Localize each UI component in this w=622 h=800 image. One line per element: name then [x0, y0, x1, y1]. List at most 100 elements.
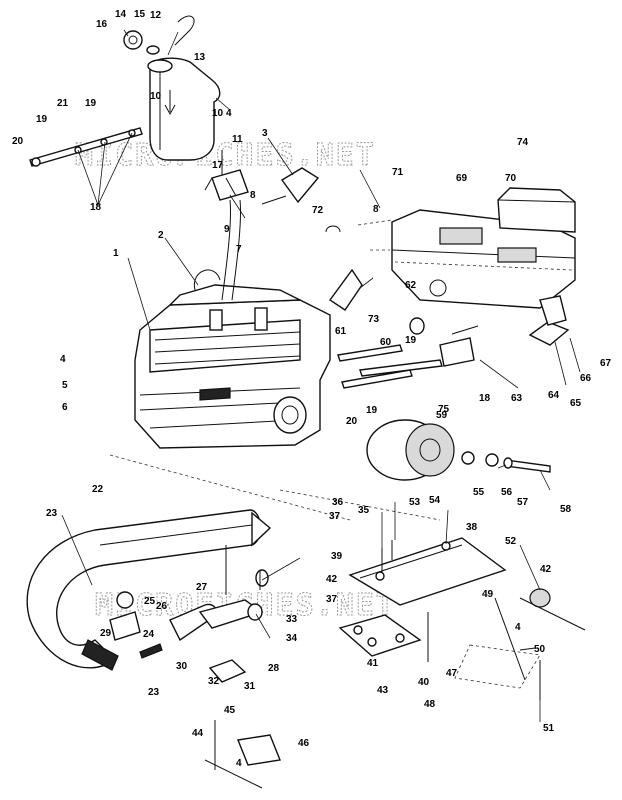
callout: 72: [312, 205, 324, 216]
callout: 30: [176, 661, 188, 672]
callout: 61: [335, 326, 347, 337]
callout: 43: [377, 685, 389, 696]
callout: 24: [143, 629, 155, 640]
callout: 19: [405, 335, 417, 346]
callout: 46: [298, 738, 310, 749]
callout: 8: [373, 204, 379, 215]
callout: 42: [326, 574, 338, 585]
callout: 41: [367, 658, 379, 669]
callout: 13: [194, 52, 206, 63]
callout: 15: [134, 9, 146, 20]
callout: 75: [438, 404, 450, 415]
callout: 16: [96, 19, 108, 30]
callout: 22: [92, 484, 104, 495]
callout: 37: [326, 594, 338, 605]
air-box: [391, 187, 576, 309]
callout: 32: [208, 676, 220, 687]
callout: 45: [224, 705, 236, 716]
callout: 19: [36, 114, 48, 125]
engine-mount-bracket: [338, 597, 541, 700]
callout: 53: [409, 497, 421, 508]
callout: 57: [517, 497, 529, 508]
fuel-cap: [123, 30, 160, 55]
callout: 28: [268, 663, 280, 674]
recoil-starter: [193, 199, 242, 301]
callout: 37: [329, 511, 341, 522]
callout: 65: [570, 398, 582, 409]
callout: 7: [236, 244, 242, 255]
callout: 50: [534, 644, 546, 655]
callout: 69: [456, 173, 468, 184]
callout: 27: [196, 582, 208, 593]
callout: 73: [368, 314, 380, 325]
callout: 34: [286, 633, 298, 644]
callout: 25: [144, 596, 156, 607]
callout: 33: [286, 614, 298, 625]
callout: 23: [148, 687, 160, 698]
callout: 62: [405, 280, 417, 291]
callout: 67: [600, 358, 612, 369]
callout: 36: [332, 497, 344, 508]
fuel-tank: [147, 15, 221, 161]
callout: 48: [424, 699, 436, 710]
air-box-brackets: [325, 225, 570, 346]
callout: 42: [540, 564, 552, 575]
callout: 11: [232, 134, 243, 145]
callout: 56: [501, 487, 513, 498]
fuel-line-rod: [29, 127, 143, 167]
leader-lines: [61, 29, 581, 722]
callout: 5: [62, 380, 68, 391]
callout: 4: [60, 354, 66, 365]
callout: 74: [517, 137, 529, 148]
callout: 19: [366, 405, 378, 416]
callout: 4: [515, 622, 521, 633]
part-callouts: 1 2 3 4 4 4 4 5 6 7 8 8 9 10 10 11 12 13…: [12, 9, 612, 769]
drive-clutch: [366, 419, 551, 481]
exhaust-pipe: [26, 509, 272, 671]
callout: 52: [505, 536, 517, 547]
callout: 40: [418, 677, 430, 688]
callout: 20: [346, 416, 358, 427]
callout: 10: [212, 108, 224, 119]
callout: 58: [560, 504, 572, 515]
callout: 71: [392, 167, 404, 178]
carburetor-boot: [261, 167, 320, 205]
callout: 17: [212, 160, 224, 171]
callout: 4: [226, 108, 232, 119]
engine-mount-plate: [348, 537, 586, 631]
watermark-top: MICROFICHES.NET: [75, 138, 376, 173]
callout: 4: [236, 758, 242, 769]
callout: 59: [436, 410, 448, 421]
callout: 39: [331, 551, 343, 562]
callout: 23: [46, 508, 58, 519]
callout: 60: [380, 337, 392, 348]
callout: 44: [192, 728, 204, 739]
callout: 26: [156, 601, 168, 612]
air-intake-tubes: [337, 317, 479, 389]
callout: 20: [12, 136, 24, 147]
exhaust-springs-mounts: [109, 569, 281, 789]
callout: 35: [358, 505, 370, 516]
callout: 49: [482, 589, 494, 600]
engine-block: [134, 284, 331, 449]
callout: 51: [543, 723, 555, 734]
callout: 31: [244, 681, 256, 692]
callout: 18: [479, 393, 491, 404]
callout: 63: [511, 393, 523, 404]
callout: 3: [262, 128, 268, 139]
tank-bracket: [204, 150, 249, 201]
callout: 38: [466, 522, 478, 533]
callout: 2: [158, 230, 164, 241]
callout: 19: [85, 98, 97, 109]
callout: 47: [446, 668, 458, 679]
callout: 64: [548, 390, 560, 401]
callout: 8: [250, 190, 256, 201]
callout: 66: [580, 373, 592, 384]
callout: 12: [150, 10, 162, 21]
callout: 21: [57, 98, 69, 109]
callout: 9: [224, 224, 230, 235]
callout: 14: [115, 9, 127, 20]
callout: 70: [505, 173, 517, 184]
callout: 29: [100, 628, 112, 639]
